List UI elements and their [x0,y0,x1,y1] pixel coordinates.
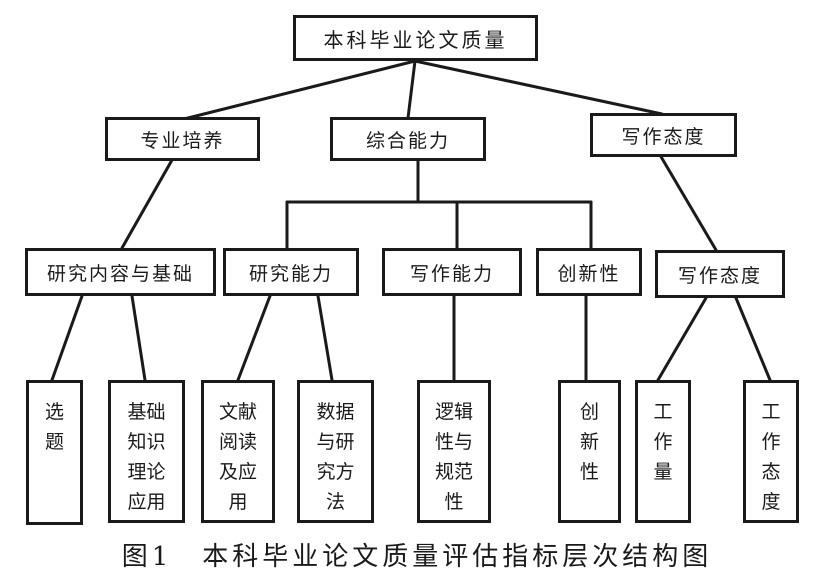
node-l3-innovation: 创 新 性 [558,380,621,523]
node-l3-workload: 工 作 量 [635,380,691,523]
node-l2-writing-attitude: 写作态度 [655,250,785,298]
node-l1-professional: 专业培养 [105,117,260,161]
node-l2-research-content: 研究内容与基础 [25,248,216,296]
node-l1-attitude: 写作态度 [590,113,737,157]
node-l3-work-attitude: 工 作 态 度 [743,380,799,523]
node-l3-topic: 选 题 [26,380,83,525]
node-l1-comprehensive: 综合能力 [330,117,486,161]
figure-caption: 图1 本科毕业论文质量评估指标层次结构图 [121,542,713,572]
node-l3-logic: 逻辑 性与 规范 性 [417,380,491,523]
node-l3-literature: 文献 阅读 及应 用 [201,380,275,523]
node-l3-basic-knowledge: 基础 知识 理论 应用 [108,380,185,523]
node-l3-data-methods: 数据 与研 究方 法 [297,380,374,523]
node-root: 本科毕业论文质量 [293,15,538,61]
node-l2-writing-ability: 写作能力 [382,248,522,296]
node-l2-innovation: 创新性 [536,248,642,296]
connector-lines [50,59,772,382]
node-l2-research-ability: 研究能力 [223,248,359,296]
